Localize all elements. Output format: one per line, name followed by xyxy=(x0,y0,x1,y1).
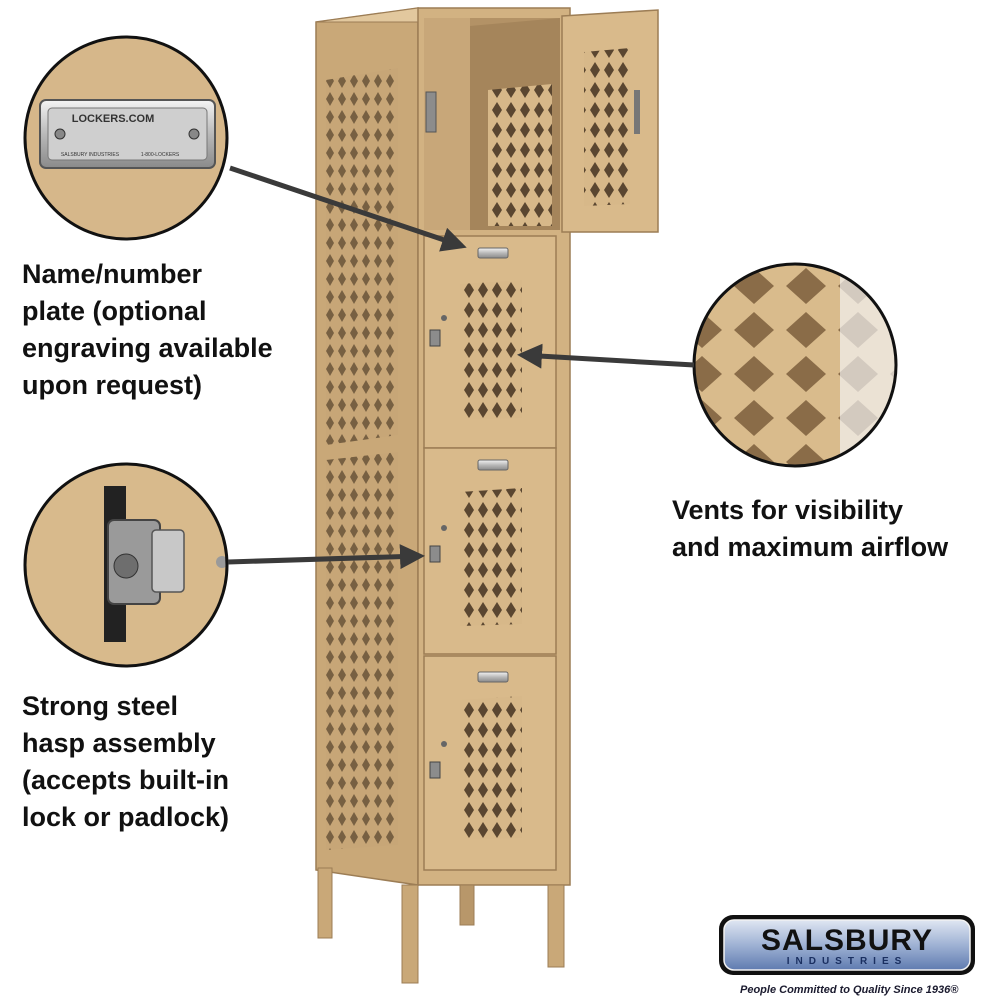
caption-line: Strong steel xyxy=(22,691,179,721)
arrow-to-name-plate xyxy=(229,165,467,252)
caption-line: engraving available xyxy=(22,333,273,363)
locker-door-1 xyxy=(423,235,557,449)
arrow-to-hasp xyxy=(227,544,425,570)
caption-line: lock or padlock) xyxy=(22,802,230,832)
caption-line: and maximum airflow xyxy=(672,532,949,562)
locker-door-3 xyxy=(423,655,557,871)
caption-line: Vents for visibility xyxy=(672,495,904,525)
vents-closeup xyxy=(692,262,898,468)
vents-caption: Vents for visibility and maximum airflow xyxy=(672,492,948,566)
locker-leg xyxy=(401,884,419,984)
logo-brand-text: SALSBURY xyxy=(761,924,933,957)
salsbury-logo: SALSBURY INDUSTRIES xyxy=(719,915,975,975)
arrow-to-vents xyxy=(517,343,695,369)
caption-line: plate (optional xyxy=(22,296,207,326)
hasp-caption: Strong steel hasp assembly (accepts buil… xyxy=(22,688,229,836)
locker-leg xyxy=(317,867,333,939)
locker-leg xyxy=(547,884,565,968)
plate-top-text: LOCKERS.COM xyxy=(72,113,155,125)
caption-line: (accepts built-in xyxy=(22,765,230,795)
logo-sub-text: INDUSTRIES xyxy=(787,956,908,967)
plate-bottom-right-text: 1-800-LOCKERS xyxy=(141,152,180,158)
name-plate-caption: Name/number plate (optional engraving av… xyxy=(22,256,273,404)
brand-tagline: People Committed to Quality Since 1936® xyxy=(740,984,959,996)
locker-unit xyxy=(315,7,659,984)
locker-door-2 xyxy=(423,447,557,655)
caption-line: upon request) xyxy=(22,370,202,400)
locker-leg xyxy=(459,884,475,926)
name-plate-closeup: LOCKERS.COM SALSBURY INDUSTRIES 1-800-LO… xyxy=(23,35,229,241)
caption-line: Name/number xyxy=(22,259,203,289)
caption-line: hasp assembly xyxy=(22,728,216,758)
hasp-closeup xyxy=(23,462,229,668)
plate-bottom-left-text: SALSBURY INDUSTRIES xyxy=(61,152,120,158)
